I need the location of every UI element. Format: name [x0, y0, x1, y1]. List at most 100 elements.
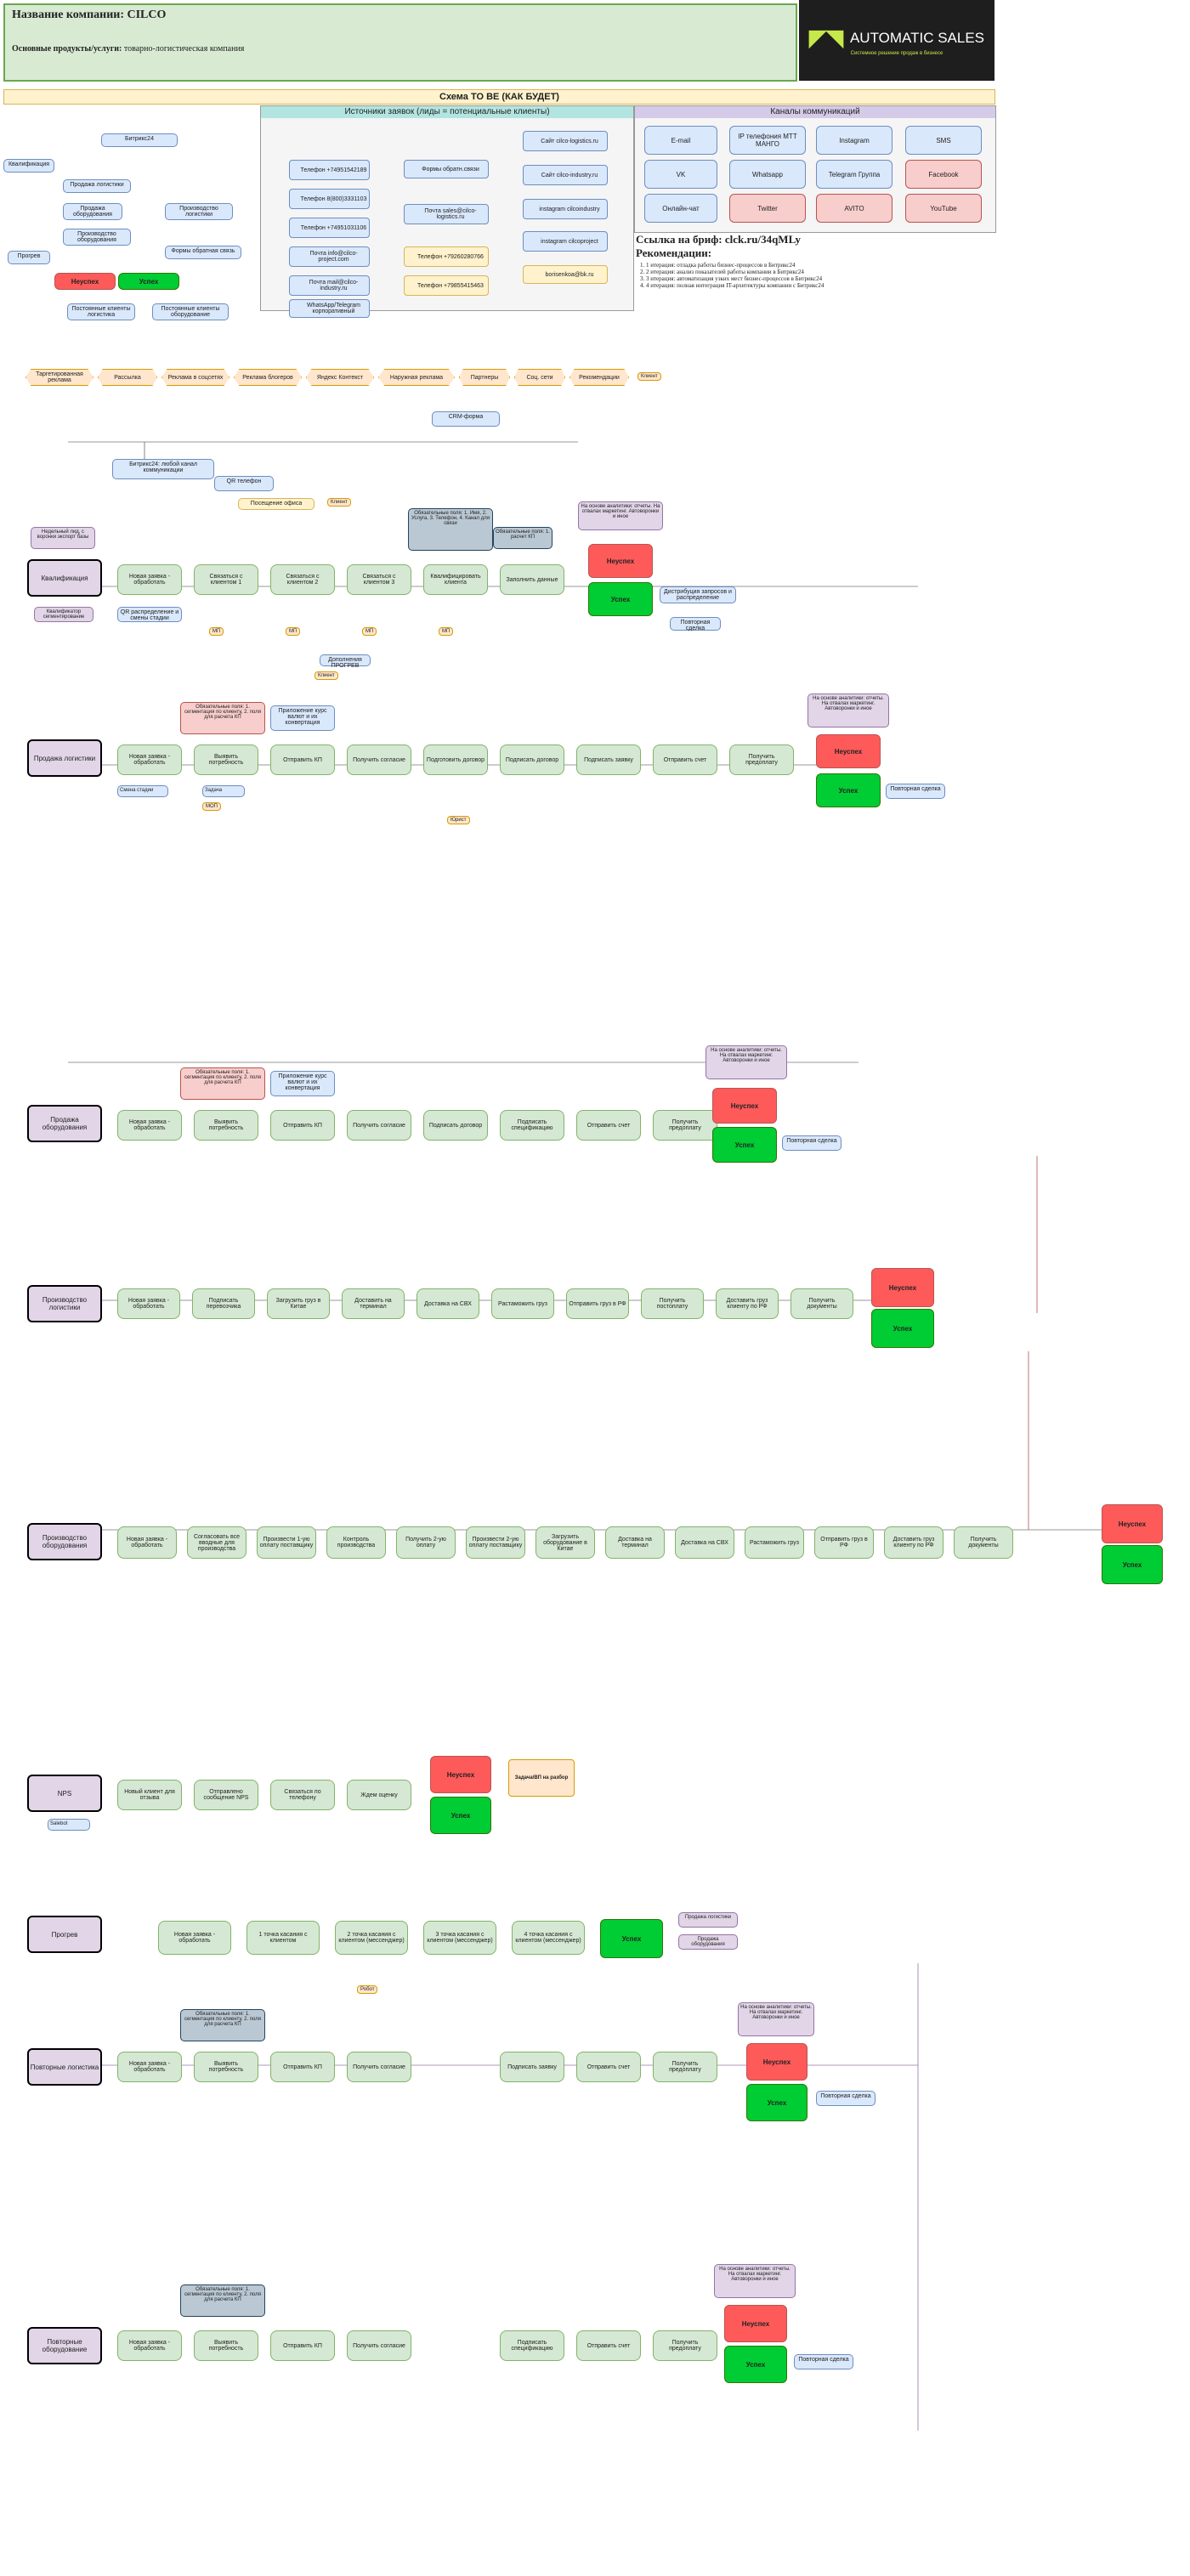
- won-box[interactable]: Успех: [430, 1797, 491, 1834]
- lost-box[interactable]: Неуспех: [816, 734, 881, 768]
- stage[interactable]: Ждем оценку: [347, 1780, 411, 1810]
- stage[interactable]: Согласовать все вводные для производства: [187, 1526, 246, 1559]
- ad-source[interactable]: Рекомендации: [570, 369, 629, 386]
- stage[interactable]: Контроль производства: [326, 1526, 386, 1559]
- mini-sales-log[interactable]: Продажа логистики: [63, 179, 131, 193]
- stage[interactable]: Получить предоплату: [653, 2330, 717, 2361]
- source-item[interactable]: Почта info@cilco-project.com: [289, 246, 370, 267]
- source-item[interactable]: Телефон +74951031106: [289, 218, 370, 238]
- stage[interactable]: Загрузить груз в Китае: [267, 1288, 330, 1319]
- stage[interactable]: Новая заявка - обработать: [117, 1288, 180, 1319]
- ad-source[interactable]: Реклама блогеров: [234, 369, 302, 386]
- stage[interactable]: Доставить груз клиенту по РФ: [884, 1526, 944, 1559]
- stage[interactable]: 3 точка касания с клиентом (мессенджер): [423, 1921, 496, 1955]
- stage[interactable]: Выявить потребность: [194, 2052, 258, 2082]
- stage[interactable]: Получить постоплату: [641, 1288, 704, 1319]
- pipeline-label[interactable]: Продажа логистики: [27, 739, 102, 777]
- stage[interactable]: Связаться с клиентом 1: [194, 564, 258, 595]
- stage[interactable]: Подписать заявку: [500, 2052, 564, 2082]
- stage[interactable]: 1 точка касания с клиентом: [246, 1921, 320, 1955]
- ad-source[interactable]: Яндекс Контекст: [306, 369, 374, 386]
- source-item[interactable]: Сайт cilco-industry.ru: [523, 165, 608, 185]
- channel-item[interactable]: AVITO: [816, 194, 892, 223]
- channel-item[interactable]: Whatsapp: [729, 160, 806, 189]
- stage[interactable]: Доставить груз клиенту по РФ: [716, 1288, 779, 1319]
- source-item[interactable]: borisenkoa@bk.ru: [523, 265, 608, 284]
- stage[interactable]: Получить предоплату: [653, 2052, 717, 2082]
- channel-item[interactable]: Instagram: [816, 126, 892, 155]
- stage[interactable]: Произвести 2-ую оплату поставщику: [466, 1526, 525, 1559]
- source-item[interactable]: WhatsApp/Telegram корпоративный: [289, 299, 370, 318]
- pipeline-label[interactable]: Производство оборудования: [27, 1523, 102, 1560]
- source-item[interactable]: instagram cilcoindustry: [523, 199, 608, 219]
- channel-item[interactable]: IP телефония МТТ МАНГО: [729, 126, 806, 155]
- ad-source[interactable]: Рассылка: [98, 369, 157, 386]
- stage[interactable]: Отправить счет: [576, 1110, 641, 1141]
- stage[interactable]: Новый клиент для отзыва: [117, 1780, 182, 1810]
- stage[interactable]: Подписать спецификацию: [500, 1110, 564, 1141]
- mini-progrev[interactable]: Прогрев: [8, 251, 50, 264]
- lost-box[interactable]: Неуспех: [871, 1268, 934, 1307]
- stage[interactable]: Подписать договор: [423, 1110, 488, 1141]
- won-box[interactable]: Успех: [871, 1309, 934, 1348]
- stage[interactable]: Отправить КП: [270, 1110, 335, 1141]
- stage[interactable]: Доставить на терминал: [342, 1288, 405, 1319]
- stage[interactable]: Растаможить груз: [745, 1526, 804, 1559]
- ad-source[interactable]: Наружная реклама: [378, 369, 455, 386]
- stage[interactable]: Доставка на СВХ: [675, 1526, 734, 1559]
- stage[interactable]: Загрузить оборудование в Китае: [536, 1526, 595, 1559]
- won-box[interactable]: Успех: [724, 2346, 787, 2383]
- crm-form[interactable]: CRM-форма: [432, 411, 500, 427]
- lost-box[interactable]: Неуспех: [430, 1756, 491, 1793]
- won-box[interactable]: Успех: [1102, 1545, 1163, 1584]
- ad-source[interactable]: Таргетированная реклама: [26, 369, 94, 386]
- pipeline-label[interactable]: Прогрев: [27, 1916, 102, 1953]
- mini-lost[interactable]: Неуспех: [54, 273, 116, 290]
- stage[interactable]: Подписать перевозчика: [192, 1288, 255, 1319]
- stage[interactable]: Отправить груз в РФ: [814, 1526, 874, 1559]
- won-box[interactable]: Успех: [588, 582, 653, 616]
- source-item[interactable]: Почта mail@cilco-industry.ru: [289, 275, 370, 296]
- mini-rep-log[interactable]: Постоянные клиенты логистика: [67, 303, 135, 320]
- stage[interactable]: Доставка на СВХ: [416, 1288, 479, 1319]
- channel-item[interactable]: SMS: [905, 126, 982, 155]
- source-item[interactable]: Сайт cilco-logistics.ru: [523, 131, 608, 151]
- lost-box[interactable]: Неуспех: [588, 544, 653, 578]
- stage[interactable]: Квалифицировать клиента: [423, 564, 488, 595]
- stage[interactable]: Новая заявка - обработать: [117, 2330, 182, 2361]
- stage[interactable]: Отправить счет: [576, 2330, 641, 2361]
- stage[interactable]: Новая заявка - обработать: [117, 2052, 182, 2082]
- stage[interactable]: Подписать договор: [500, 744, 564, 775]
- stage[interactable]: Связаться с клиентом 2: [270, 564, 335, 595]
- channel-item[interactable]: YouTube: [905, 194, 982, 223]
- pipeline-label[interactable]: Квалификация: [27, 559, 102, 597]
- progrev-to-sales-eq[interactable]: Продажа оборудования: [678, 1934, 738, 1950]
- lead-b24[interactable]: Битрикс24: любой канал коммуникации: [112, 459, 214, 479]
- stage[interactable]: Заполнить данные: [500, 564, 564, 595]
- source-item[interactable]: Телефон +79260280766: [404, 246, 489, 267]
- ad-source[interactable]: Соц. сети: [514, 369, 565, 386]
- stage[interactable]: Произвести 1-ую оплату поставщику: [257, 1526, 316, 1559]
- pipeline-label[interactable]: Повторные логистика: [27, 2048, 102, 2086]
- mini-rep-eq[interactable]: Постоянные клиенты оборудование: [152, 303, 229, 320]
- stage[interactable]: Получить предоплату: [653, 1110, 717, 1141]
- lead-qr[interactable]: QR телефон: [214, 476, 274, 491]
- mini-prod-log[interactable]: Производство логистики: [165, 203, 233, 220]
- channel-item[interactable]: Telegram Группа: [816, 160, 892, 189]
- stage[interactable]: Новая заявка - обработать: [158, 1921, 231, 1955]
- source-item[interactable]: Почта sales@cilco-logistics.ru: [404, 204, 489, 224]
- stage[interactable]: Выявить потребность: [194, 2330, 258, 2361]
- stage[interactable]: 4 точка касания с клиентом (мессенджер): [512, 1921, 585, 1955]
- stage[interactable]: Новая заявка - обработать: [117, 744, 182, 775]
- channel-item[interactable]: Facebook: [905, 160, 982, 189]
- mini-prod-eq[interactable]: Производство оборудования: [63, 229, 131, 246]
- stage[interactable]: Доставка на терминал: [605, 1526, 665, 1559]
- stage[interactable]: Получить 2-ую оплату: [396, 1526, 456, 1559]
- lost-box[interactable]: Неуспех: [724, 2305, 787, 2342]
- stage[interactable]: Отправить КП: [270, 744, 335, 775]
- stage[interactable]: Подписать заявку: [576, 744, 641, 775]
- stage[interactable]: 2 точка касания с клиентом (мессенджер): [335, 1921, 408, 1955]
- stage[interactable]: Получить согласие: [347, 744, 411, 775]
- source-item[interactable]: Телефон +79855415463: [404, 275, 489, 296]
- mini-qual[interactable]: Квалификация: [3, 159, 54, 173]
